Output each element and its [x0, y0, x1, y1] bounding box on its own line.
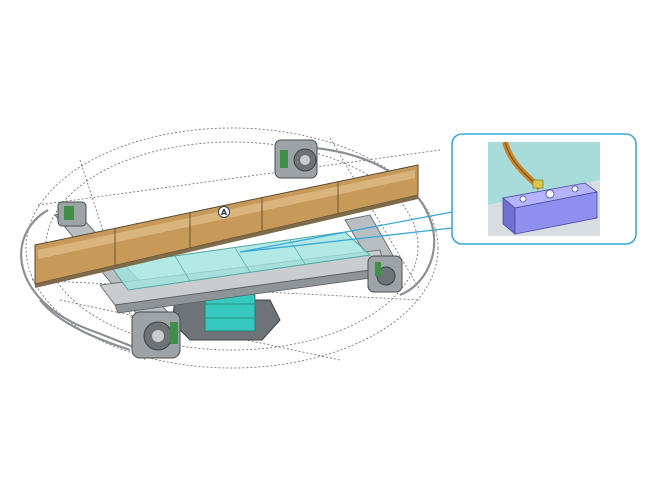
motor-bottom-left: [131, 311, 181, 359]
detail-block: [514, 191, 598, 235]
detail-view: [488, 142, 600, 236]
motor-right: [367, 255, 403, 293]
marker-a-label: A: [221, 208, 228, 217]
detail-callout: [451, 133, 637, 245]
marker-a: A: [218, 206, 230, 218]
callout-leaders: [239, 211, 453, 253]
motor-left: [57, 201, 87, 227]
motor-top-right: [274, 139, 318, 179]
glass-tray: [109, 231, 372, 291]
